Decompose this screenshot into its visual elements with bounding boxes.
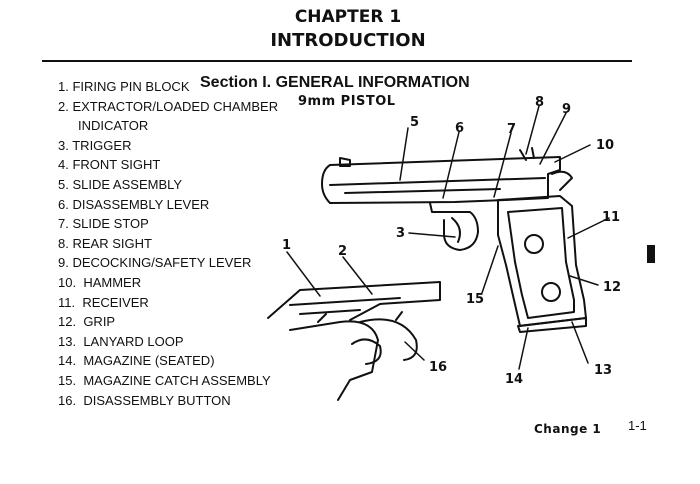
item-number: 10. (58, 274, 77, 290)
chapter-title: INTRODUCTION (270, 30, 426, 51)
item-label: SLIDE ASSEMBLY (72, 176, 183, 192)
rear-sight-mark (519, 147, 535, 161)
item-number: 3. (58, 137, 69, 153)
item-label: INDICATOR (78, 118, 149, 134)
list-item: 7. SLIDE STOP (58, 214, 278, 234)
list-item: INDICATOR (58, 116, 278, 136)
item-number: 14. (58, 353, 77, 369)
item-label: SLIDE STOP (72, 216, 149, 232)
grip-outline (497, 195, 587, 327)
callout-3: 3 (396, 226, 405, 241)
item-number: 5. (58, 176, 69, 192)
item-label: GRIP (83, 314, 116, 330)
item-number: 8. (58, 235, 69, 251)
chapter-number: CHAPTER 1 (294, 7, 402, 27)
front-sight-mark (339, 157, 351, 167)
change-note: Change 1 (534, 422, 602, 436)
list-item: 16. DISASSEMBLY BUTTON (58, 391, 278, 411)
item-label: DISASSEMBLY LEVER (72, 196, 210, 212)
list-item: 6. DISASSEMBLY LEVER (58, 195, 278, 215)
detail-slide (267, 281, 441, 321)
callout-11: 11 (602, 210, 620, 225)
magazine-base (517, 317, 587, 333)
list-item: 1. FIRING PIN BLOCK (58, 77, 278, 97)
item-label: EXTRACTOR/LOADED CHAMBER (72, 98, 279, 114)
callout-5: 5 (410, 115, 419, 130)
parts-list: 1. FIRING PIN BLOCK 2. EXTRACTOR/LOADED … (58, 77, 278, 410)
frame-outline (429, 202, 479, 251)
trigger-mark (451, 217, 461, 243)
list-item: 13. LANYARD LOOP (58, 332, 278, 352)
grip-panel (507, 207, 575, 319)
item-number: 2. (58, 98, 69, 114)
callout-6: 6 (455, 121, 464, 136)
item-label: REAR SIGHT (72, 235, 152, 251)
item-number: 4. (58, 157, 69, 173)
item-number: 7. (58, 216, 69, 232)
list-item: 3. TRIGGER (58, 136, 278, 156)
detail-pins (317, 311, 403, 323)
item-label: TRIGGER (72, 137, 132, 153)
callout-8: 8 (535, 95, 544, 110)
header-rule (42, 60, 632, 62)
callout-15: 15 (466, 292, 484, 307)
item-label: LANYARD LOOP (83, 333, 184, 349)
grip-screw (524, 234, 544, 254)
list-item: 8. REAR SIGHT (58, 234, 278, 254)
list-item: 2. EXTRACTOR/LOADED CHAMBER (58, 97, 278, 117)
item-label: FRONT SIGHT (72, 157, 161, 173)
item-number: 12. (58, 314, 77, 330)
item-label: RECEIVER (82, 294, 149, 310)
item-number: 9. (58, 255, 69, 271)
callout-13: 13 (594, 363, 612, 378)
callouts: 1 2 3 5 6 7 8 9 10 11 12 13 14 15 16 (282, 95, 621, 387)
grip-screw (541, 282, 561, 302)
callout-9: 9 (562, 102, 571, 117)
callout-7: 7 (507, 122, 516, 137)
slide-lines (329, 177, 546, 194)
item-number: 6. (58, 196, 69, 212)
detail-frame (289, 318, 418, 401)
detail-guard (351, 338, 382, 365)
item-number: 1. (58, 79, 69, 94)
list-item: 5. SLIDE ASSEMBLY (58, 175, 278, 195)
item-number: 13. (58, 333, 77, 349)
list-item: 15. MAGAZINE CATCH ASSEMBLY (58, 371, 278, 391)
item-label: DISASSEMBLY BUTTON (83, 392, 231, 408)
item-label: DECOCKING/SAFETY LEVER (72, 255, 252, 271)
section-heading: Section I. GENERAL INFORMATION (200, 74, 470, 91)
callout-2: 2 (338, 244, 347, 259)
item-label: MAGAZINE CATCH ASSEMBLY (83, 372, 271, 388)
callout-1: 1 (282, 238, 291, 253)
list-item: 4. FRONT SIGHT (58, 155, 278, 175)
item-label: HAMMER (83, 274, 142, 290)
list-item: 12. GRIP (58, 312, 278, 332)
slide-outline (321, 156, 561, 204)
item-label: FIRING PIN BLOCK (72, 79, 190, 94)
edge-tab-mark (647, 245, 655, 263)
list-item: 10. HAMMER (58, 273, 278, 293)
callout-14: 14 (505, 372, 523, 387)
list-item: 14. MAGAZINE (SEATED) (58, 351, 278, 371)
item-number: 15. (58, 372, 77, 388)
item-number: 11. (58, 294, 76, 310)
hammer-mark (551, 170, 573, 191)
figure-subtitle: 9mm PISTOL (298, 94, 396, 109)
list-item: 9. DECOCKING/SAFETY LEVER (58, 253, 278, 273)
item-label: MAGAZINE (SEATED) (83, 353, 215, 369)
page-number: 1-1 (628, 418, 647, 433)
callout-10: 10 (596, 138, 614, 153)
item-number: 16. (58, 392, 77, 408)
callout-12: 12 (603, 280, 621, 295)
leader-lines (286, 105, 610, 370)
list-item: 11. RECEIVER (58, 293, 278, 313)
detail-lines (289, 297, 401, 315)
callout-16: 16 (429, 360, 447, 375)
